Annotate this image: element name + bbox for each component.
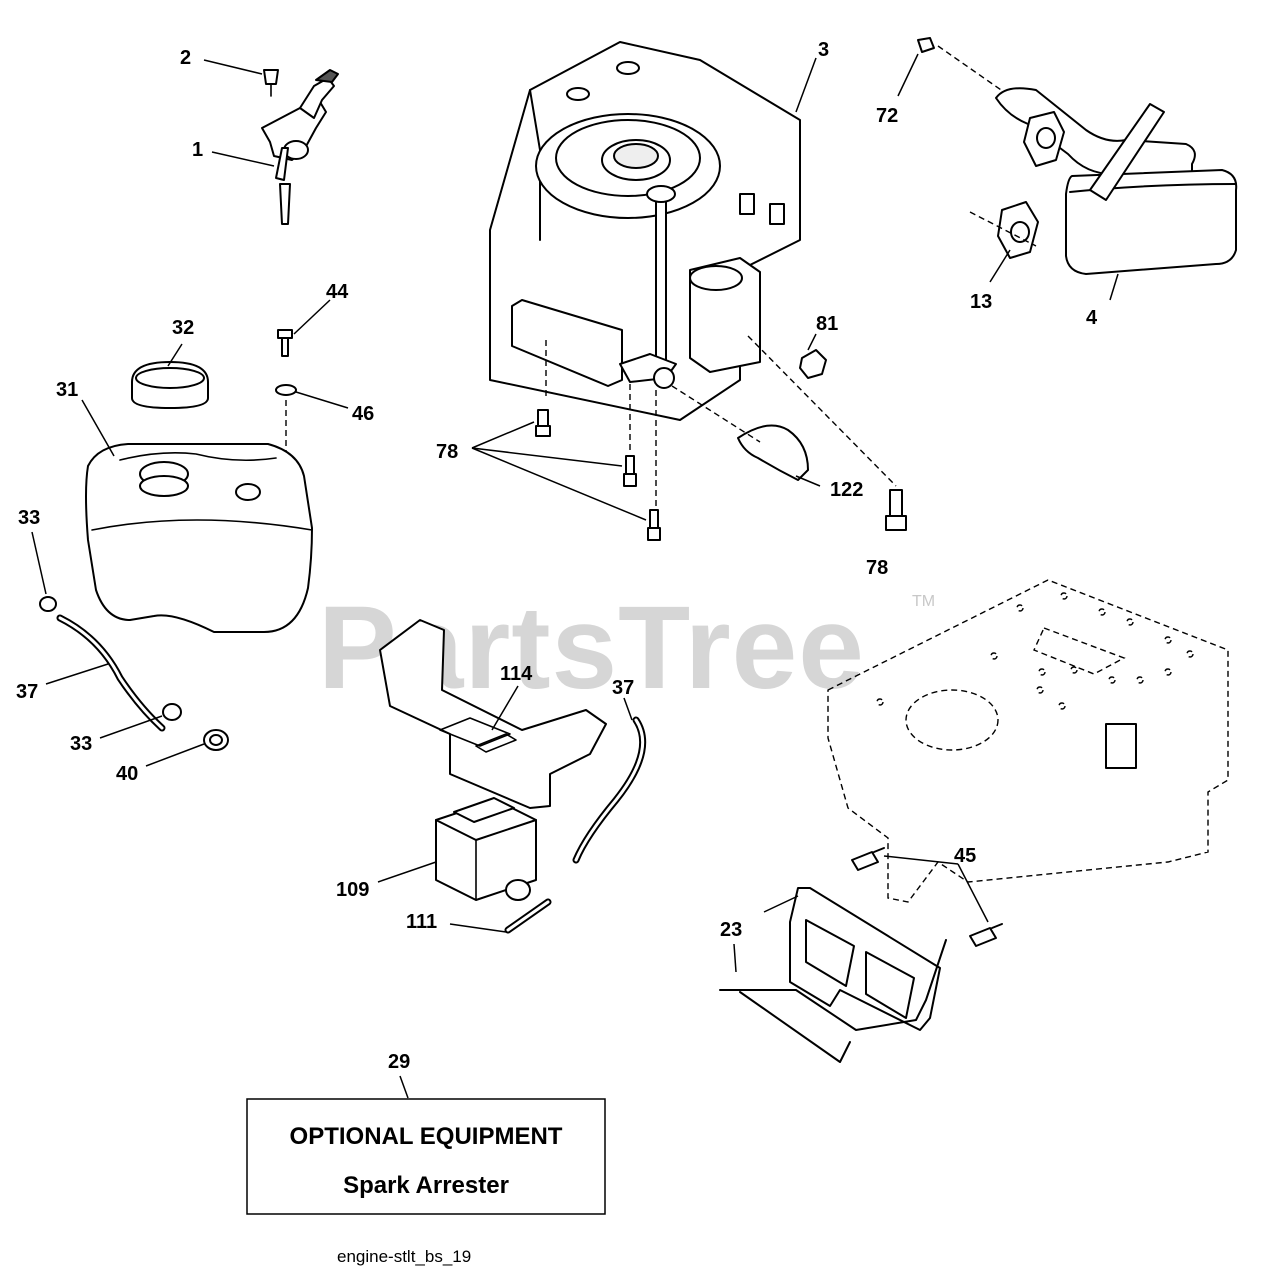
part-muffler[interactable] bbox=[917, 37, 1238, 275]
optional-equipment-heading: OPTIONAL EQUIPMENT bbox=[290, 1123, 563, 1150]
diagram-id: engine-stlt_bs_19 bbox=[337, 1247, 471, 1266]
callout-122: 122 bbox=[830, 479, 863, 501]
part-fuel-tank[interactable] bbox=[85, 443, 313, 633]
part-shield-plate[interactable] bbox=[719, 847, 1003, 1063]
optional-equipment-box: OPTIONAL EQUIPMENT Spark Arrester bbox=[246, 1098, 606, 1215]
callout-33-bottom: 33 bbox=[70, 733, 92, 755]
callout-45: 45 bbox=[954, 845, 976, 867]
callout-109: 109 bbox=[336, 879, 369, 901]
callout-1: 1 bbox=[192, 139, 203, 161]
callout-31: 31 bbox=[56, 379, 78, 401]
part-fuel-cap[interactable] bbox=[131, 361, 209, 409]
callout-78-group: 78 bbox=[436, 441, 458, 463]
leader-lines bbox=[31, 53, 1119, 1099]
callout-13: 13 bbox=[970, 291, 992, 313]
callout-44: 44 bbox=[326, 281, 349, 303]
callout-114: 114 bbox=[500, 663, 533, 685]
part-engine[interactable] bbox=[489, 41, 801, 510]
part-fuel-line[interactable] bbox=[39, 596, 229, 751]
callout-23: 23 bbox=[720, 919, 742, 941]
part-bolt-washer[interactable] bbox=[275, 329, 297, 520]
part-bracket[interactable] bbox=[379, 619, 607, 809]
callout-2: 2 bbox=[180, 47, 191, 69]
callout-4: 4 bbox=[1086, 307, 1098, 329]
part-throttle-control[interactable] bbox=[261, 69, 339, 225]
callout-33-top: 33 bbox=[18, 507, 40, 529]
part-frame-plate bbox=[827, 579, 1229, 903]
optional-equipment-item: Spark Arrester bbox=[343, 1172, 509, 1199]
part-fuel-filter[interactable] bbox=[435, 797, 552, 934]
watermark-trademark: TM bbox=[912, 593, 935, 610]
callout-32: 32 bbox=[172, 317, 194, 339]
callout-3: 3 bbox=[818, 39, 829, 61]
callout-40: 40 bbox=[116, 763, 138, 785]
callout-81: 81 bbox=[816, 313, 838, 335]
callout-72: 72 bbox=[876, 105, 898, 127]
callout-111: 111 bbox=[406, 911, 437, 933]
callout-37-right: 37 bbox=[612, 677, 634, 699]
callout-46: 46 bbox=[352, 403, 374, 425]
callout-37-left: 37 bbox=[16, 681, 38, 703]
part-fuel-line-right[interactable] bbox=[572, 716, 647, 864]
callouts: 2 1 3 72 13 4 81 44 46 32 31 33 37 33 40… bbox=[16, 39, 1098, 1073]
callout-29: 29 bbox=[388, 1051, 410, 1073]
callout-78-right: 78 bbox=[866, 557, 888, 579]
part-mount-bolts[interactable] bbox=[535, 335, 907, 541]
